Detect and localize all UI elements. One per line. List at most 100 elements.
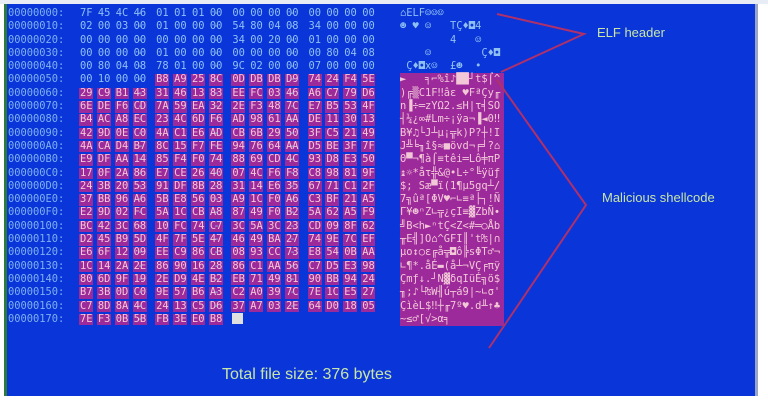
hex-byte[interactable]: AA [361, 246, 380, 260]
hex-byte[interactable]: 2F [361, 180, 380, 193]
hex-byte[interactable]: F0 [267, 206, 286, 220]
hex-byte[interactable]: 5A [307, 206, 327, 220]
hex-byte[interactable]: 00 [80, 46, 93, 59]
hex-byte[interactable]: CC [267, 246, 286, 260]
hex-byte[interactable]: 8A [114, 300, 134, 313]
hex-byte[interactable]: 46- [285, 87, 309, 100]
hex-byte[interactable]: EF [361, 233, 380, 246]
hex-byte[interactable]: FC [173, 220, 192, 233]
hex-byte[interactable]: F3 [96, 313, 116, 326]
hex-byte[interactable]: 4E [190, 273, 210, 286]
hex-byte[interactable]: 76 [249, 140, 268, 153]
hex-byte[interactable]: 10 [155, 220, 174, 233]
hex-byte[interactable]: 00 [232, 7, 245, 19]
hex-byte[interactable]: 0E [114, 127, 134, 140]
hex-byte[interactable]: 13 [173, 300, 192, 313]
hex-byte[interactable]: A3- [208, 286, 233, 300]
hex-byte[interactable]: 1C [249, 193, 268, 206]
hex-byte[interactable]: 31 [155, 87, 174, 100]
hex-byte[interactable]: 80 [250, 20, 263, 33]
hex-byte[interactable]: 0D [231, 73, 250, 87]
hex-byte[interactable]: F3 [249, 100, 268, 113]
hex-byte[interactable]: 24 [325, 73, 344, 87]
hex-byte[interactable]: 34 [308, 20, 322, 33]
hex-byte[interactable]: 3F [343, 140, 362, 153]
hex-byte[interactable]: DB [267, 73, 286, 87]
hex-byte[interactable]: AA [267, 260, 286, 273]
hex-byte[interactable]: A8 [114, 113, 134, 127]
hex-byte[interactable]: 00 [362, 33, 375, 46]
hex-byte[interactable]: 80 [97, 60, 111, 73]
hex-byte[interactable]: 00 [80, 60, 93, 73]
hex-byte[interactable]: 00 [97, 33, 111, 46]
hex-byte[interactable]: D0 [325, 300, 344, 313]
hex-byte[interactable]: 03- [208, 193, 233, 206]
hex-byte[interactable]: 2E- [132, 260, 157, 273]
hex-byte[interactable]: 02 [114, 206, 134, 220]
hex-byte[interactable]: 71 [249, 273, 268, 286]
hex-byte[interactable]: DE [96, 100, 116, 113]
hex-byte[interactable]: D6- [208, 300, 233, 313]
hex-byte[interactable]: 7C- [285, 100, 309, 113]
hex-byte[interactable]: 71 [325, 180, 344, 193]
hex-byte[interactable]: 37 [231, 300, 250, 313]
hex-byte[interactable]: 08 [231, 246, 250, 260]
hex-byte[interactable]: 3F [307, 127, 327, 140]
hex-byte[interactable]: 00- [286, 33, 299, 46]
hex-byte[interactable]: E5 [343, 286, 362, 300]
hex-byte[interactable]: 90 [173, 260, 192, 273]
hex-byte[interactable]: 49 [249, 206, 268, 220]
hex-byte[interactable]: 8F [343, 220, 362, 233]
hex-byte[interactable]: 62 [325, 206, 344, 220]
hex-byte[interactable]: 74 [307, 73, 327, 87]
hex-byte[interactable]: B9 [114, 233, 134, 246]
hex-byte[interactable]: 23 [155, 113, 174, 127]
hex-byte[interactable]: 00 [344, 20, 357, 33]
hex-byte[interactable]: 00- [209, 46, 223, 59]
hex-byte[interactable]: 5A [155, 206, 174, 220]
hex-byte[interactable]: 35- [285, 180, 309, 193]
hex-byte[interactable]: 9E [325, 233, 344, 246]
hex-byte[interactable]: 16 [190, 260, 210, 273]
hex-byte[interactable]: 69 [249, 153, 268, 167]
hex-byte[interactable]: 50- [285, 127, 309, 140]
hex-byte[interactable]: 46- [133, 7, 147, 19]
hex-byte[interactable]: C1 [249, 260, 268, 273]
hex-byte[interactable]: 09- [132, 246, 157, 260]
hex-byte[interactable]: 01 [308, 33, 322, 46]
hex-byte[interactable]: EE [231, 87, 250, 100]
hex-byte[interactable]: A5 [361, 193, 380, 206]
hex-byte[interactable]: 5B- [132, 313, 157, 326]
hex-byte[interactable]: 00 [80, 33, 93, 46]
hex-byte[interactable]: 6F [96, 246, 116, 260]
hex-byte[interactable]: A0 [249, 286, 268, 300]
hex-byte[interactable]: F6 [114, 100, 134, 113]
hex-byte[interactable]: C3 [307, 193, 327, 206]
hex-byte[interactable]: 25 [190, 73, 210, 87]
hex-byte[interactable]: 45 [96, 233, 116, 246]
hex-byte[interactable]: C5 [190, 300, 210, 313]
hex-byte[interactable]: 0D [114, 286, 134, 300]
hex-byte[interactable]: 7F [173, 233, 192, 246]
hex-byte[interactable]: E3 [343, 153, 362, 167]
hex-byte[interactable]: 00 [362, 20, 375, 33]
hex-byte[interactable]: 80 [326, 46, 339, 59]
hex-byte[interactable]: 94 [343, 273, 362, 286]
hex-byte[interactable]: 78 [156, 60, 169, 73]
hex-byte[interactable]: 00 [250, 46, 263, 59]
hex-byte[interactable]: 1C [325, 286, 344, 300]
hex-byte[interactable]: A8- [208, 206, 233, 220]
hex-byte[interactable]: D4 [114, 140, 134, 153]
hex-byte[interactable]: 32- [208, 100, 233, 113]
hex-byte[interactable]: F0 [267, 193, 286, 206]
hex-byte[interactable]: C2 [231, 286, 250, 300]
hex-byte[interactable]: 6D [96, 273, 116, 286]
hex-byte[interactable]: 4C [115, 7, 129, 19]
hex-byte[interactable]: 10 [97, 73, 111, 86]
hex-byte[interactable]: 9C [232, 60, 245, 73]
hex-byte[interactable]: 00 [97, 46, 111, 59]
hex-byte[interactable]: 03 [267, 87, 286, 100]
hex-byte[interactable]: 94 [231, 140, 250, 153]
hex-byte[interactable]: 0F [96, 167, 116, 180]
hex-byte[interactable]: 87 [231, 206, 250, 220]
